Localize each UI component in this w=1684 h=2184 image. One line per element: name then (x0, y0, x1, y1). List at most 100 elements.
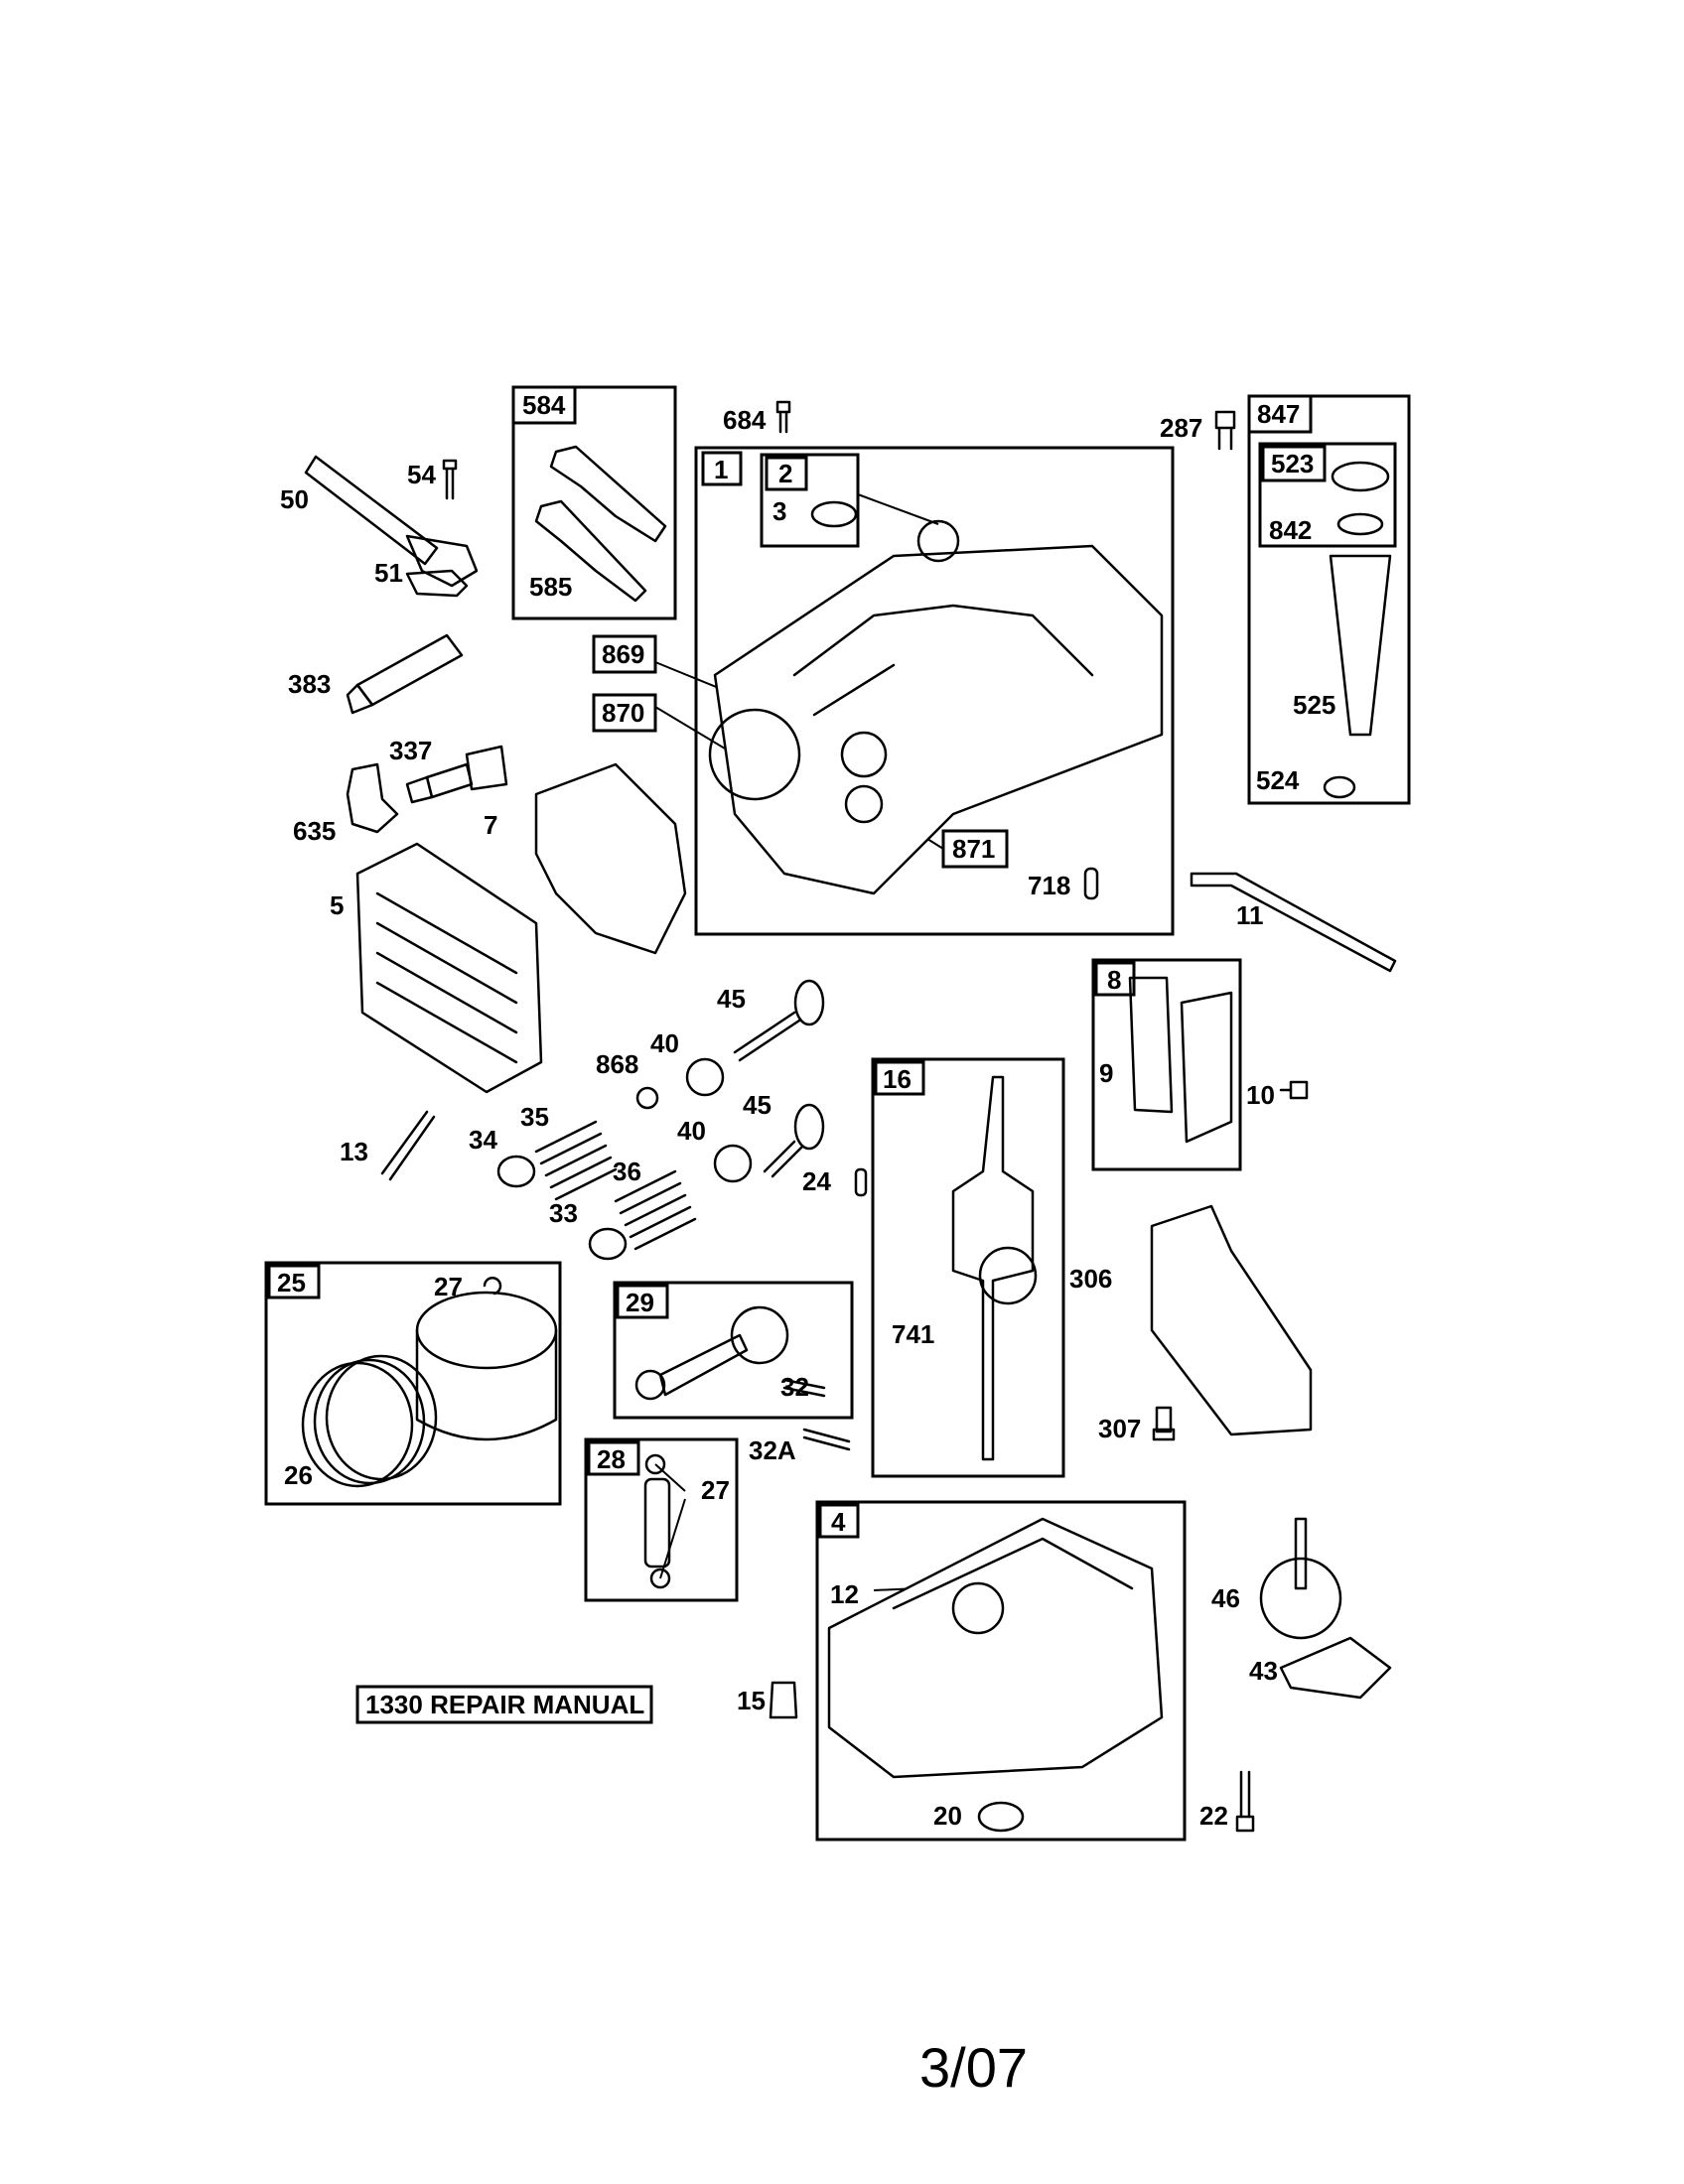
label-20: 20 (933, 1801, 962, 1831)
part-8-breather (1180, 991, 1233, 1144)
box-16 (871, 1057, 1065, 1478)
tab-1: 1 (701, 451, 743, 486)
part-51-gasket (405, 569, 469, 598)
label-287: 287 (1160, 413, 1202, 443)
part-34-valve (496, 1155, 536, 1188)
part-4-crankcase (827, 1517, 1164, 1779)
part-35-spring (534, 1120, 618, 1201)
label-383: 383 (288, 669, 331, 699)
box-584 (511, 385, 677, 620)
part-15 (769, 1681, 798, 1719)
svg-text:1: 1 (714, 455, 728, 484)
label-585: 585 (529, 572, 572, 602)
tab-28: 28 (587, 1440, 640, 1476)
label-15: 15 (737, 1686, 766, 1715)
part-718-pin (1083, 867, 1099, 900)
tab-2: 2 (765, 456, 808, 491)
part-868-seal (635, 1086, 659, 1110)
label-35: 35 (520, 1102, 549, 1132)
tab-847: 847 (1247, 394, 1313, 434)
part-337-spark-plug (405, 745, 508, 804)
tab-584: 584 (511, 385, 577, 425)
tab-4: 4 (818, 1503, 860, 1539)
label-46: 46 (1211, 1583, 1240, 1613)
part-523-cap (1331, 461, 1390, 492)
svg-text:4: 4 (831, 1507, 846, 1537)
label-9: 9 (1099, 1058, 1113, 1088)
part-40-retainer-lower (713, 1144, 753, 1183)
part-16-crankshaft (951, 1075, 1038, 1461)
label-36: 36 (613, 1157, 641, 1186)
part-3-oring (810, 500, 858, 528)
svg-text:584: 584 (522, 390, 566, 420)
tab-871: 871 (941, 829, 1009, 869)
part-383 (346, 633, 464, 715)
label-12: 12 (830, 1579, 859, 1609)
box-847 (1247, 394, 1411, 805)
part-13-bolt (380, 1110, 436, 1181)
part-9-gasket (1128, 976, 1174, 1114)
part-26-rings (301, 1354, 438, 1488)
part-635-boot (346, 762, 399, 834)
label-524: 524 (1256, 765, 1300, 795)
label-741: 741 (892, 1319, 934, 1349)
part-5-cylinder-head (355, 842, 543, 1094)
part-40-retainer-upper (685, 1057, 725, 1097)
part-28-wrist-pin (643, 1477, 671, 1569)
part-labels: 684 287 54 50 51 585 3 842 383 525 337 5… (280, 405, 1335, 1831)
tab-29: 29 (616, 1284, 669, 1319)
box-8 (1091, 958, 1242, 1171)
label-11: 11 (1236, 900, 1264, 930)
label-40a: 40 (650, 1028, 679, 1058)
label-3: 3 (772, 496, 786, 526)
box-2 (760, 453, 860, 548)
label-718: 718 (1028, 871, 1070, 900)
svg-text:28: 28 (597, 1444, 626, 1474)
svg-text:2: 2 (778, 459, 792, 488)
label-306: 306 (1069, 1264, 1112, 1294)
part-43-governor (1279, 1636, 1392, 1700)
part-287-plug (1214, 410, 1236, 451)
svg-text:523: 523 (1271, 449, 1314, 478)
tab-523: 523 (1261, 445, 1327, 482)
label-40b: 40 (677, 1116, 706, 1146)
label-13: 13 (340, 1137, 368, 1166)
part-11-rod (1190, 872, 1397, 973)
manual-box (355, 1685, 653, 1724)
part-45-valve-lower (763, 1103, 825, 1178)
tab-870: 870 (592, 693, 657, 733)
label-5: 5 (330, 890, 344, 920)
part-20-seal (977, 1801, 1025, 1833)
box-1 (694, 446, 1175, 936)
part-1-engine-block (708, 519, 1164, 895)
svg-text:870: 870 (602, 698, 644, 728)
part-25-piston (415, 1291, 558, 1441)
svg-text:29: 29 (626, 1288, 654, 1317)
svg-text:847: 847 (1257, 399, 1300, 429)
part-684-screw (775, 400, 791, 434)
label-10: 10 (1246, 1080, 1275, 1110)
label-27a: 27 (434, 1272, 463, 1301)
box-4 (815, 1500, 1187, 1842)
svg-text:871: 871 (952, 834, 995, 864)
label-43: 43 (1249, 1656, 1278, 1686)
tab-869: 869 (592, 634, 657, 674)
part-45-valve-upper (733, 979, 825, 1062)
label-868: 868 (596, 1049, 638, 1079)
part-27-clip-top (644, 1453, 666, 1475)
box-29 (613, 1281, 854, 1420)
part-24-pin (854, 1167, 868, 1197)
label-842: 842 (1269, 515, 1312, 545)
part-27-clip-bottom (649, 1568, 671, 1589)
part-29-connecting-rod (634, 1305, 789, 1401)
label-26: 26 (284, 1460, 313, 1490)
part-7-head-gasket (534, 762, 687, 955)
part-306-baffle (1150, 1204, 1313, 1436)
part-50-tube (304, 455, 479, 588)
part-32-bolt (782, 1378, 826, 1398)
label-32: 32 (780, 1372, 809, 1402)
svg-text:869: 869 (602, 639, 644, 669)
label-684: 684 (723, 405, 767, 435)
label-22: 22 (1199, 1801, 1228, 1831)
